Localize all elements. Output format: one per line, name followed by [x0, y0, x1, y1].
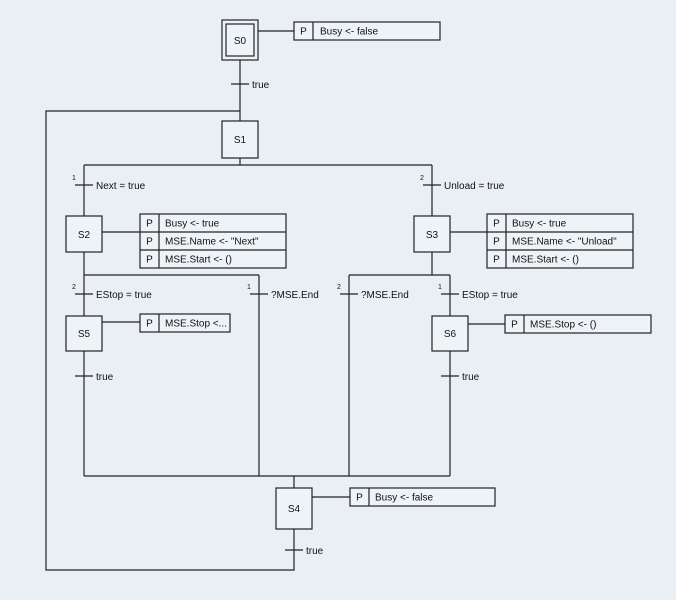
action-text: Busy <- true: [165, 219, 220, 230]
transition-priority-s2-estop: 2: [72, 284, 76, 291]
action-block-s4: P Busy <- false: [349, 487, 496, 507]
transition-label-s2-estop: EStop = true: [96, 290, 152, 301]
step-label-s6: S6: [444, 329, 457, 340]
action-qualifier: P: [146, 237, 153, 248]
transition-label-s2-end: ?MSE.End: [271, 290, 319, 301]
transition-priority-s2-end: 1: [247, 284, 251, 291]
step-s3[interactable]: S3: [413, 215, 451, 253]
transition-bars: [75, 83, 459, 551]
action-qualifier: P: [493, 255, 500, 266]
step-s4[interactable]: S4: [275, 487, 313, 530]
action-qualifier: P: [146, 219, 153, 230]
action-qualifier: P: [493, 219, 500, 230]
step-label-s5: S5: [78, 329, 91, 340]
transition-priority-unload: 2: [420, 175, 424, 182]
step-label-s2: S2: [78, 230, 91, 241]
action-text: MSE.Start <- (): [512, 255, 579, 266]
action-text: MSE.Name <- "Unload": [512, 237, 617, 248]
step-s6[interactable]: S6: [431, 315, 469, 352]
action-qualifier: P: [493, 237, 500, 248]
action-block-s6: P MSE.Stop <- (): [504, 314, 652, 334]
action-text: Busy <- false: [320, 27, 379, 38]
action-text: MSE.Name <- "Next": [165, 237, 259, 248]
action-qualifier: P: [356, 493, 363, 504]
action-text: Busy <- false: [375, 493, 434, 504]
transition-label-s3-estop: EStop = true: [462, 290, 518, 301]
action-qualifier: P: [146, 255, 153, 266]
step-s0[interactable]: S0: [221, 19, 259, 61]
action-text: Busy <- true: [512, 219, 567, 230]
transition-label-s6: true: [462, 372, 480, 383]
action-block-s3: P Busy <- true P MSE.Name <- "Unload" P …: [486, 213, 634, 269]
step-label-s3: S3: [426, 230, 439, 241]
step-s5[interactable]: S5: [65, 315, 103, 352]
transition-priority-s3-end: 2: [337, 284, 341, 291]
step-label-s0: S0: [234, 36, 247, 47]
action-block-s2: P Busy <- true P MSE.Name <- "Next" P MS…: [139, 213, 287, 269]
action-qualifier: P: [511, 320, 518, 331]
step-label-s1: S1: [234, 135, 247, 146]
transition-label-unload: Unload = true: [444, 181, 505, 192]
flow-lines: [45, 30, 505, 571]
transition-priority-s3-estop: 1: [438, 284, 442, 291]
action-text: MSE.Stop <...: [165, 319, 227, 330]
step-s1[interactable]: S1: [221, 120, 259, 159]
action-block-s0: P Busy <- false: [293, 21, 441, 41]
action-text: MSE.Stop <- (): [530, 320, 596, 331]
transition-label-s4: true: [306, 546, 324, 557]
step-s2[interactable]: S2: [65, 215, 103, 253]
action-text: MSE.Start <- (): [165, 255, 232, 266]
transition-priority-next: 1: [72, 175, 76, 182]
transition-label-next: Next = true: [96, 181, 146, 192]
transition-label-s0: true: [252, 80, 270, 91]
action-qualifier: P: [300, 27, 307, 38]
transition-label-s3-end: ?MSE.End: [361, 290, 409, 301]
transition-label-s5: true: [96, 372, 114, 383]
action-block-s5: P MSE.Stop <...: [139, 313, 231, 333]
action-qualifier: P: [146, 319, 153, 330]
step-label-s4: S4: [288, 504, 301, 515]
